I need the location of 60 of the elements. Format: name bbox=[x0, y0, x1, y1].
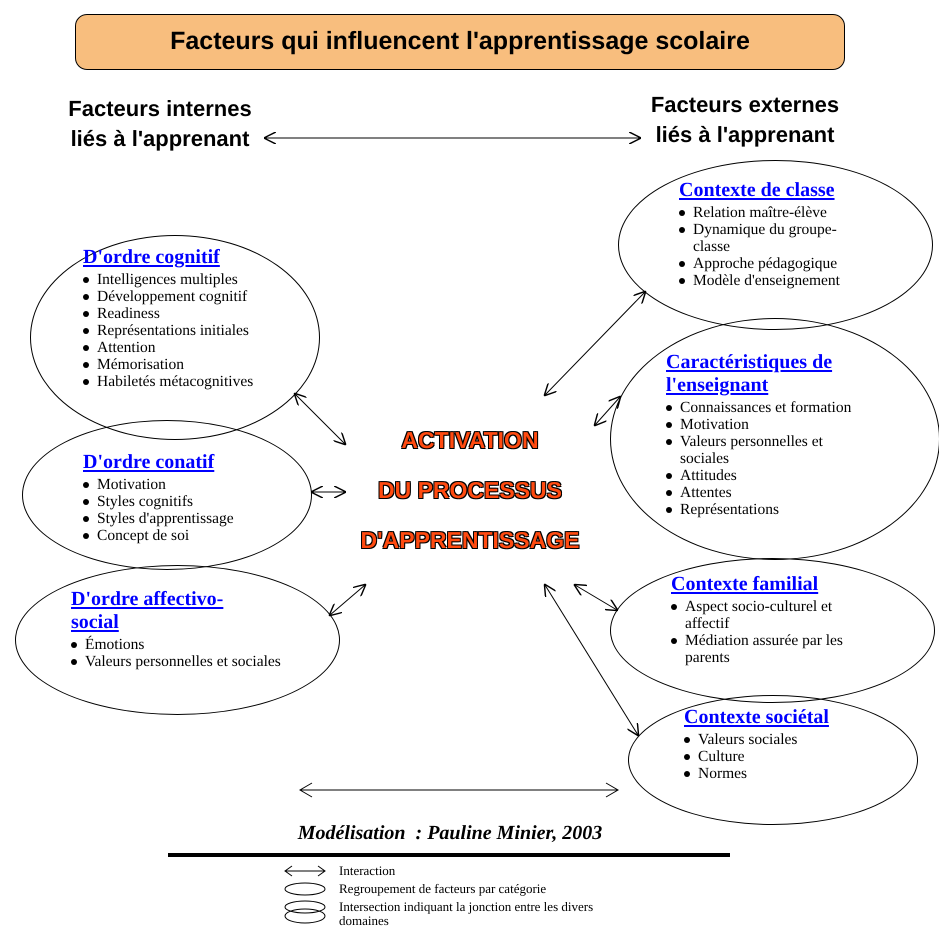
factor-item: Valeurs sociales bbox=[698, 731, 798, 748]
factor-item: Émotions bbox=[85, 636, 144, 653]
factor-item: Attentes bbox=[680, 484, 732, 501]
factor-item: Développement cognitif bbox=[97, 288, 248, 305]
factor-item: Culture bbox=[698, 748, 744, 765]
factor-item: Normes bbox=[698, 765, 748, 782]
factor-item: Attitudes bbox=[680, 467, 737, 484]
caption: Modélisation : Pauline Minier, 2003 bbox=[296, 821, 604, 846]
factor-item: Habiletés métacognitives bbox=[97, 373, 254, 390]
category-heading: Caractéristiques de l'enseignant bbox=[666, 351, 834, 397]
factor-item: Intelligences multiples bbox=[97, 271, 238, 288]
category-heading: D'ordre conatif bbox=[83, 451, 214, 474]
interaction-arrow bbox=[293, 392, 347, 446]
factor-item: Aspect socio-culturel et affectif bbox=[685, 598, 834, 632]
factor-item: Styles d'apprentissage bbox=[97, 510, 234, 527]
factor-item: Concept de soi bbox=[97, 527, 190, 544]
category-heading: D'ordre cognitif bbox=[83, 246, 220, 269]
factor-item: Valeurs personnelles et sociales bbox=[85, 653, 281, 670]
category-ellipse bbox=[30, 235, 320, 440]
central-title: ACTIVATION bbox=[401, 426, 539, 455]
interaction-arrow bbox=[328, 584, 367, 616]
factor-item: Modèle d'enseignement bbox=[693, 272, 840, 289]
category-ellipse bbox=[15, 565, 340, 715]
factor-item: Médiation assurée par les parents bbox=[685, 632, 844, 666]
factor-item: Approche pédagogique bbox=[693, 255, 838, 272]
category-heading: Contexte familial bbox=[671, 573, 818, 596]
category-heading: Contexte sociétal bbox=[684, 706, 829, 729]
factor-item: Dynamique du groupe-classe bbox=[693, 221, 838, 255]
interaction-arrow bbox=[544, 583, 640, 737]
factor-item: Connaissances et formation bbox=[680, 399, 852, 416]
category-ellipse bbox=[628, 695, 918, 825]
factor-item: Relation maître-élève bbox=[693, 204, 827, 221]
category-ellipse bbox=[610, 318, 939, 560]
factor-item: Valeurs personnelles et sociales bbox=[680, 433, 824, 467]
central-title: DU PROCESSUS bbox=[378, 476, 562, 505]
category-ellipse bbox=[618, 160, 933, 330]
category-ellipse bbox=[22, 420, 312, 570]
factor-item: Représentations bbox=[680, 501, 780, 518]
category-heading: Contexte de classe bbox=[679, 179, 835, 202]
legend-text: Intersection indiquant la jonction entre les divers domaines bbox=[339, 898, 594, 928]
legend-text: Regroupement de facteurs par catégorie bbox=[339, 880, 548, 896]
group-heading: Facteurs externes liés à l'apprenant bbox=[650, 91, 840, 149]
factor-item: Mémorisation bbox=[97, 356, 184, 373]
category-heading: D'ordre affectivo-social bbox=[71, 588, 224, 634]
interaction-arrow bbox=[573, 584, 619, 612]
interaction-arrow bbox=[263, 131, 642, 145]
factor-item: Motivation bbox=[680, 416, 749, 433]
title-banner: Facteurs qui influencent l'apprentissage scolaire bbox=[75, 14, 845, 70]
central-title: D'APPRENTISSAGE bbox=[360, 526, 580, 555]
interaction-arrow bbox=[543, 290, 647, 397]
group-heading: Facteurs internes liés à l'apprenant bbox=[67, 95, 253, 153]
interaction-arrow bbox=[310, 485, 347, 499]
factor-item: Motivation bbox=[97, 476, 166, 493]
legend-text: Interaction bbox=[339, 862, 396, 878]
factor-item: Représentations initiales bbox=[97, 322, 249, 339]
factor-item: Readiness bbox=[97, 305, 160, 322]
factor-item: Attention bbox=[97, 339, 156, 356]
interaction-arrow bbox=[593, 395, 622, 427]
category-ellipse bbox=[610, 558, 935, 703]
factor-item: Styles cognitifs bbox=[97, 493, 194, 510]
